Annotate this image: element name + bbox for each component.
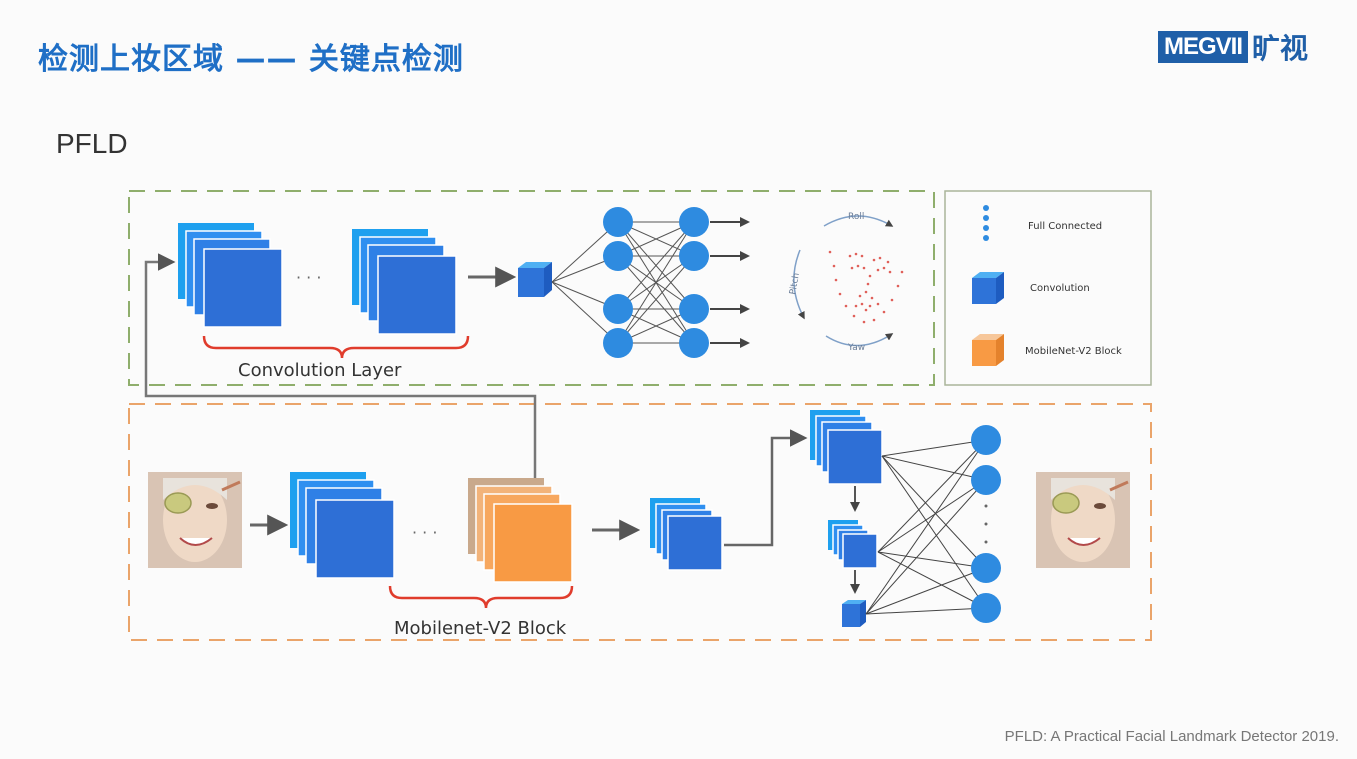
legend-fc-icon: [983, 205, 989, 241]
legend-frame: [944, 190, 1152, 386]
input-face-image: [148, 472, 242, 568]
conv-stack-3: [650, 498, 723, 571]
mobilenet-brace: [388, 585, 574, 609]
mobilenet-stack-1: [290, 472, 395, 579]
bottom-arrow-2: [724, 429, 808, 547]
small-conv-cube: [518, 262, 552, 297]
mobilenet-stack-2: [468, 478, 573, 583]
top-output-arrows: [710, 217, 750, 348]
pose-pitch-label: Pitch: [788, 272, 802, 295]
conv-stack-1: [178, 223, 283, 328]
conv-layer-brace: [202, 335, 470, 359]
legend-mobilenet-icon: [972, 334, 1004, 366]
source-caption: PFLD: A Practical Facial Landmark Detect…: [1004, 728, 1339, 745]
logo-cn-text: 旷视: [1252, 32, 1309, 65]
branch-connector-arrow: [144, 253, 537, 480]
conv-layer-label: Convolution Layer: [238, 360, 402, 381]
legend-mobilenet-label: MobileNet-V2 Block: [1025, 346, 1122, 357]
section-subtitle: PFLD: [56, 128, 128, 159]
pose-yaw-label: Yaw: [847, 343, 865, 353]
output-face-image: [1036, 472, 1130, 568]
bottom-branch-frame: [128, 403, 1152, 641]
megvii-logo: MEGVII 旷视: [1158, 28, 1308, 66]
page-title: 检测上妆区域 —— 关键点检测: [38, 42, 464, 77]
bottom-fc-nodes: [971, 425, 1001, 623]
top-fc-edges: [551, 221, 695, 344]
conv-stack-4: [810, 410, 883, 485]
conv-stack-2: [352, 229, 457, 335]
logo-text: MEGVII: [1158, 31, 1249, 63]
top-branch-frame: [128, 190, 935, 386]
top-fc-nodes: [603, 207, 709, 358]
legend-fc-label: Full Connected: [1028, 221, 1102, 232]
legend-conv-label: Convolution: [1030, 283, 1090, 294]
conv-cube-6: [842, 600, 866, 627]
bottom-ellipsis: · · ·: [412, 523, 437, 542]
legend-conv-icon: [972, 272, 1004, 304]
head-pose-illustration: Roll Pitch Yaw: [788, 212, 904, 353]
pose-roll-label: Roll: [848, 212, 864, 222]
bottom-fc-edges: [865, 439, 987, 615]
mobilenet-label: Mobilenet-V2 Block: [394, 618, 567, 639]
top-ellipsis: · · ·: [296, 268, 321, 287]
conv-stack-5: [828, 520, 878, 569]
bottom-fc-ellipsis: [984, 504, 988, 544]
